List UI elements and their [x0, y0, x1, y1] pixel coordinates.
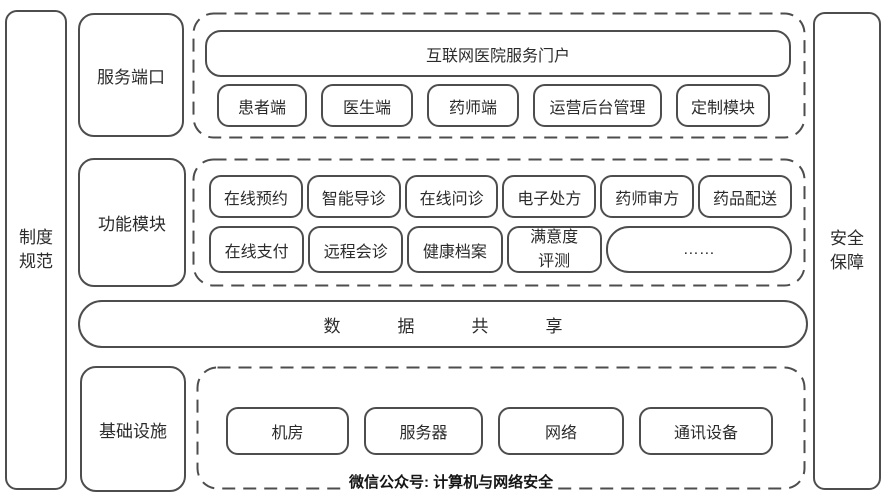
portal-banner: 互联网医院服务门户 [205, 30, 791, 77]
module-e-prescription: 电子处方 [502, 175, 597, 218]
port-doctor-label: 医生端 [342, 99, 391, 117]
module-remote-consultation: 远程会诊 [308, 226, 404, 273]
port-operations-admin-label: 运营后台管理 [549, 99, 646, 117]
module-online-booking: 在线预约 [209, 175, 303, 218]
infra-server-room: 机房 [226, 407, 349, 455]
port-custom-module-label: 定制模块 [690, 99, 755, 117]
data-sharing-bar: 数据共享 [78, 300, 808, 348]
port-patient-label: 患者端 [237, 99, 286, 117]
dashed-border [192, 12, 806, 139]
module-smart-triage: 智能导诊 [306, 175, 401, 218]
module-prescription-review-label: 药师审方 [615, 190, 680, 208]
module-satisfaction-survey-label: 满意度 评测 [530, 228, 579, 270]
portal-banner-title: 互联网医院服务门户 [425, 47, 570, 65]
infra-server-label: 服务器 [399, 425, 448, 442]
group-function-modules: 在线预约 智能导诊 在线问诊 电子处方 药师审方 药品配送 在线支付 远 [192, 158, 806, 287]
infra-comm-equipment-label: 通讯设备 [673, 425, 738, 442]
label-function-modules: 功能模块 [78, 158, 186, 287]
modules-row-1: 在线预约 智能导诊 在线问诊 电子处方 药师审方 药品配送 [209, 175, 792, 218]
module-smart-triage-label: 智能导诊 [321, 190, 386, 208]
module-remote-consultation-label: 远程会诊 [323, 243, 388, 261]
label-function-modules-text: 功能模块 [98, 215, 166, 234]
module-online-payment: 在线支付 [209, 226, 305, 273]
module-satisfaction-survey: 满意度 评测 [506, 226, 602, 273]
module-drug-delivery-label: 药品配送 [713, 190, 778, 208]
port-pharmacist-label: 药师端 [448, 99, 497, 117]
ports-row: 患者端 医生端 药师端 运营后台管理 定制模块 [217, 84, 770, 127]
module-online-consultation-label: 在线问诊 [419, 190, 484, 208]
module-online-consultation: 在线问诊 [404, 175, 499, 218]
infra-server: 服务器 [364, 407, 483, 455]
module-online-payment-label: 在线支付 [224, 243, 289, 261]
port-doctor: 医生端 [321, 84, 413, 127]
group-infrastructure: 机房 服务器 网络 通讯设备 [196, 366, 806, 490]
data-sharing-label: 数据共享 [323, 316, 620, 336]
module-e-prescription-label: 电子处方 [517, 190, 582, 208]
module-prescription-review: 药师审方 [600, 175, 695, 218]
port-patient: 患者端 [217, 84, 307, 127]
wechat-watermark: 微信公众号: 计算机与网络安全 [346, 471, 557, 492]
module-more-ellipsis: …… [605, 226, 793, 273]
module-health-records: 健康档案 [407, 226, 503, 273]
label-service-ports: 服务端口 [78, 13, 184, 137]
module-more-ellipsis-label: …… [682, 240, 715, 258]
label-infrastructure: 基础设施 [80, 366, 186, 492]
infra-row: 机房 服务器 网络 通讯设备 [226, 407, 773, 455]
module-drug-delivery: 药品配送 [698, 175, 792, 218]
infra-server-room-label: 机房 [271, 425, 304, 442]
modules-row-2: 在线支付 远程会诊 健康档案 满意度 评测 …… [209, 226, 793, 273]
port-pharmacist: 药师端 [427, 84, 519, 127]
infra-comm-equipment: 通讯设备 [639, 407, 773, 455]
infra-network-label: 网络 [544, 425, 577, 442]
dashed-border [192, 158, 806, 287]
label-infrastructure-text: 基础设施 [99, 421, 167, 441]
port-operations-admin: 运营后台管理 [533, 84, 662, 127]
module-health-records-label: 健康档案 [422, 243, 487, 261]
port-custom-module: 定制模块 [676, 84, 770, 127]
module-online-booking-label: 在线预约 [223, 190, 288, 208]
infra-network: 网络 [498, 407, 624, 455]
label-service-ports-text: 服务端口 [97, 67, 165, 87]
left-bar-regulations: 制度 规范 [5, 10, 67, 490]
right-bar-security: 安全 保障 [813, 12, 881, 490]
right-bar-label: 安全 保障 [830, 229, 864, 272]
group-service-ports: 互联网医院服务门户 患者端 医生端 药师端 运营后台管理 定制模块 [192, 12, 806, 139]
left-bar-label: 制度 规范 [19, 228, 53, 271]
